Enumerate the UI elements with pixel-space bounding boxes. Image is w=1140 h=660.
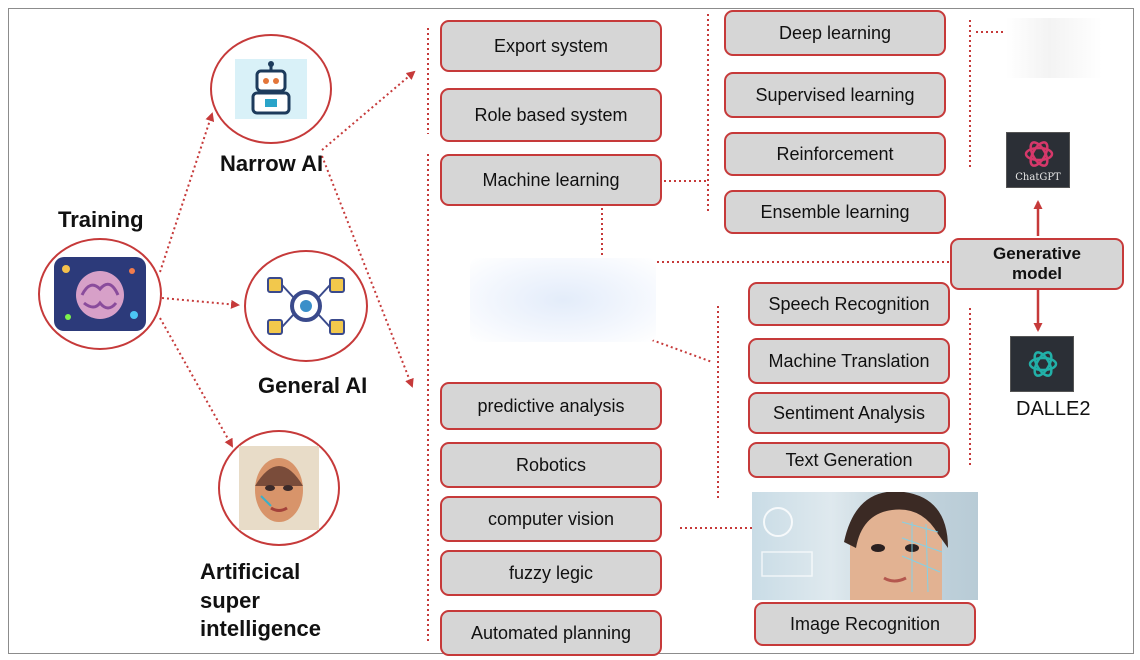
branch-robotics: Robotics <box>440 442 662 488</box>
chatgpt-caption: ChatGPT <box>1015 172 1061 183</box>
training-label: Training <box>58 207 144 232</box>
face-scan-icon <box>761 492 948 600</box>
ml-supervised-learning: Supervised learning <box>724 72 946 118</box>
gear-network-icon <box>267 277 345 335</box>
link-blur-nlp <box>651 339 713 363</box>
nlp-sentiment-analysis: Sentiment Analysis <box>748 392 950 434</box>
super-ai-node <box>218 430 340 546</box>
dalle-caption: DALLE2 <box>1016 398 1091 420</box>
chatgpt-logo: ChatGPT <box>1006 132 1070 188</box>
super-ai-label: Artificical super intelligence <box>200 559 322 642</box>
ml-ensemble-learning: Ensemble learning <box>724 190 946 234</box>
ml-reinforcement: Reinforcement <box>724 132 946 176</box>
arrow-narrow-down <box>321 155 414 388</box>
branch-predictive-analysis: predictive analysis <box>440 382 662 430</box>
openai-logo-icon <box>1028 351 1058 377</box>
faded-image <box>1006 18 1102 78</box>
nlp-machine-translation: Machine Translation <box>748 338 950 384</box>
dalle-logo <box>1010 336 1074 392</box>
training-node <box>38 238 162 350</box>
ml-deep-learning: Deep learning <box>724 10 946 56</box>
face-icon <box>239 446 319 530</box>
branch-role-based-system: Role based system <box>440 88 662 142</box>
nlp-speech-recognition: Speech Recognition <box>748 282 950 326</box>
robot-icon <box>235 59 307 119</box>
brain-icon <box>54 257 146 331</box>
arrow-training-narrow <box>159 112 215 273</box>
nlp-text-generation: Text Generation <box>748 442 950 478</box>
narrow-ai-node <box>210 34 332 144</box>
face-scan-image <box>752 492 978 600</box>
generative-model: Generative model <box>950 238 1124 290</box>
narrow-ai-label: Narrow AI <box>220 151 324 176</box>
arrow-narrow-up <box>321 70 416 151</box>
branch-fuzzy-logic: fuzzy legic <box>440 550 662 596</box>
branch-automated-planning: Automated planning <box>440 610 662 656</box>
branch-computer-vision: computer vision <box>440 496 662 542</box>
arrow-training-super <box>159 317 233 448</box>
general-ai-label: General AI <box>258 373 368 398</box>
blurred-image <box>470 258 656 342</box>
image-recognition: Image Recognition <box>754 602 976 646</box>
branch-export-system: Export system <box>440 20 662 72</box>
arrow-training-general <box>161 297 240 309</box>
chatgpt-logo-icon <box>1024 141 1054 167</box>
branch-machine-learning: Machine learning <box>440 154 662 206</box>
general-ai-node <box>244 250 368 362</box>
